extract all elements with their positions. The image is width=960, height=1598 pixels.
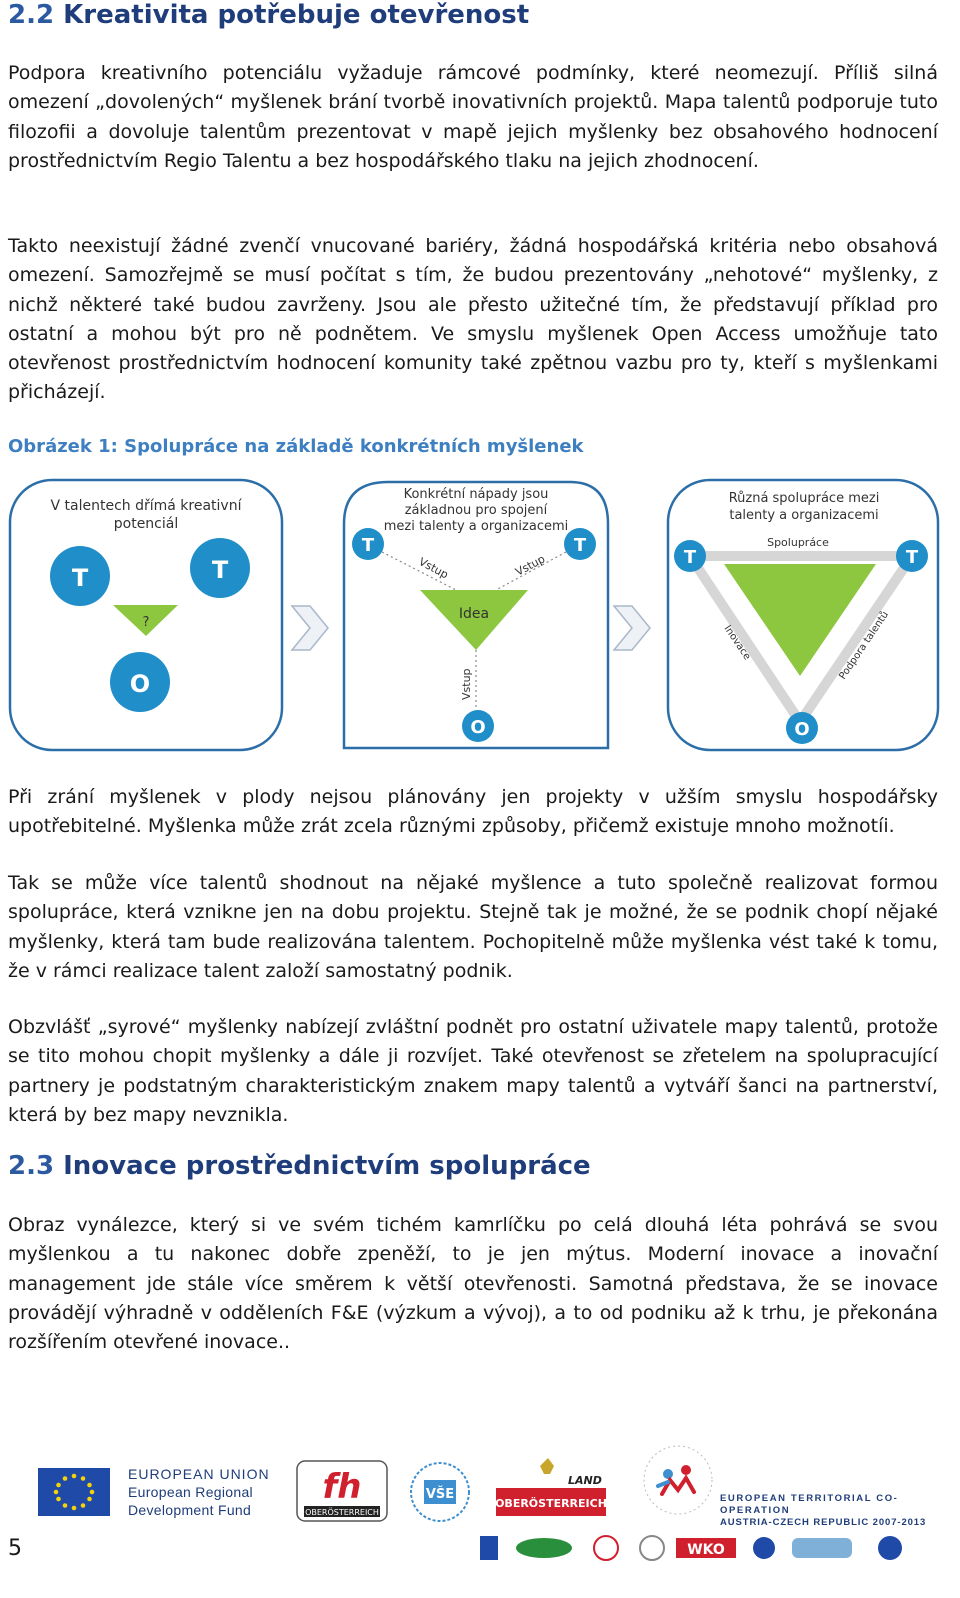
wko-logo [676, 1538, 736, 1558]
organization-circle [462, 710, 494, 742]
section-title: Kreativita potřebuje otevřenost [63, 0, 530, 30]
paragraph: Takto neexistují žádné zvenčí vnucované … [8, 235, 938, 404]
eu-text-line: Development Fund [128, 1502, 252, 1518]
partner-logo [878, 1536, 902, 1560]
talent-label: T [684, 547, 697, 568]
vse-logo: VŠE [410, 1462, 470, 1522]
partner-logo [792, 1538, 852, 1558]
organization-label: O [130, 670, 150, 698]
paragraph: Podpora kreativního potenciálu vyžaduje … [8, 62, 938, 172]
eu-text-line: European Regional [128, 1484, 253, 1500]
talent-circle [896, 540, 928, 572]
panel-1-title-line-1: V talentech dřímá kreativní [51, 498, 243, 514]
cooperation-frame [685, 551, 917, 727]
land-label: LAND [568, 1474, 602, 1487]
talent-label: T [906, 547, 919, 568]
panel-2-title-line-1: Konkrétní nápady jsou [404, 487, 549, 502]
figure-panel-1: V talentech dřímá kreativní potenciál T … [8, 478, 284, 752]
organization-circle [786, 712, 818, 744]
figure-caption: Obrázek 1: Spolupráce na základě konkrét… [8, 436, 584, 457]
arrow-right-icon [290, 605, 329, 651]
input-line [381, 551, 457, 591]
organization-label: O [470, 717, 485, 738]
panel-2-title-line-3: mezi talenty a organizacemi [384, 519, 569, 534]
arrow-right-icon [612, 605, 651, 651]
panel-2-title-line-2: základnou pro spojení [405, 503, 548, 518]
partner-logos-row: WKO [480, 1535, 902, 1561]
cooperation-label: Spolupráce [767, 536, 829, 549]
question-mark: ? [143, 615, 150, 630]
section-number: 2.2 [8, 0, 55, 30]
etc-text-line: AUSTRIA-CZECH REPUBLIC 2007-2013 [720, 1517, 927, 1528]
figure-panel-3: Různá spolupráce mezi talenty a organiza… [666, 478, 940, 752]
section-heading-2-2: 2.2 Kreativita potřebuje otevřenost [8, 0, 529, 30]
talent-circle [564, 528, 596, 560]
paragraph: Obzvlášť „syrové“ myšlenky nabízejí zvlá… [8, 1016, 938, 1126]
organization-circle [110, 652, 170, 712]
fh-label: OBERÖSTERREICH [305, 1507, 379, 1517]
cooperation-triangle [724, 564, 876, 676]
talent-circle [352, 528, 384, 560]
page-number: 5 [8, 1536, 22, 1561]
panel-3-title-line-1: Různá spolupráce mezi [729, 491, 880, 506]
spoluprace-kooperation-logo [643, 1445, 713, 1515]
svg-text:fh: fh [323, 1467, 362, 1507]
figure-panel-2: Konkrétní nápady jsou základnou pro spoj… [342, 480, 610, 750]
talent-label: T [574, 535, 587, 556]
land-name: OBERÖSTERREICH [496, 1496, 606, 1510]
vse-label: VŠE [426, 1486, 454, 1502]
land-oberoesterreich-logo: LAND OBERÖSTERREICH [496, 1458, 606, 1516]
section-number: 2.3 [8, 1151, 55, 1181]
partner-logo [516, 1538, 572, 1558]
talent-label: T [362, 535, 375, 556]
talent-circle [674, 540, 706, 572]
fh-oberoesterreich-logo: fh OBERÖSTERREICH [296, 1460, 388, 1522]
input-line [495, 551, 567, 591]
talent-circle [50, 546, 110, 606]
collaboration-figure: V talentech dřímá kreativní potenciál T … [8, 478, 940, 752]
partner-logo [753, 1537, 775, 1559]
partner-logo [593, 1535, 619, 1561]
panel-1-title-line-2: potenciál [114, 516, 178, 532]
idea-triangle [113, 605, 178, 636]
talent-circle [190, 538, 250, 598]
paragraph: Tak se může více talentů shodnout na něj… [8, 872, 938, 982]
partner-logo [480, 1536, 498, 1560]
section-heading-2-3: 2.3 Inovace prostřednictvím spolupráce [8, 1151, 591, 1181]
idea-triangle [420, 590, 528, 650]
paragraph: Při zrání myšlenek v plody nejsou plánov… [8, 786, 938, 838]
partner-logo [639, 1535, 665, 1561]
section-title: Inovace prostřednictvím spolupráce [63, 1151, 591, 1181]
paragraph: Obraz vynálezce, který si ve svém tichém… [8, 1214, 938, 1354]
idea-label: Idea [459, 606, 489, 622]
etc-text-line: EUROPEAN TERRITORIAL CO-OPERATION [720, 1493, 899, 1516]
talent-label: T [72, 564, 89, 592]
organization-label: O [794, 719, 809, 740]
panel-3-title-line-2: talenty a organizacemi [729, 508, 878, 523]
talent-label: T [212, 556, 229, 584]
etc-logo-text: EUROPEAN TERRITORIAL CO-OPERATION AUSTRI… [720, 1493, 960, 1529]
eu-logo-text: EUROPEAN UNION European Regional Develop… [128, 1465, 270, 1519]
wko-label: WKO [687, 1542, 725, 1558]
eu-text-line: EUROPEAN UNION [128, 1466, 270, 1482]
eu-flag-logo [38, 1468, 110, 1516]
input-label-bottom: Vstup [460, 668, 473, 700]
